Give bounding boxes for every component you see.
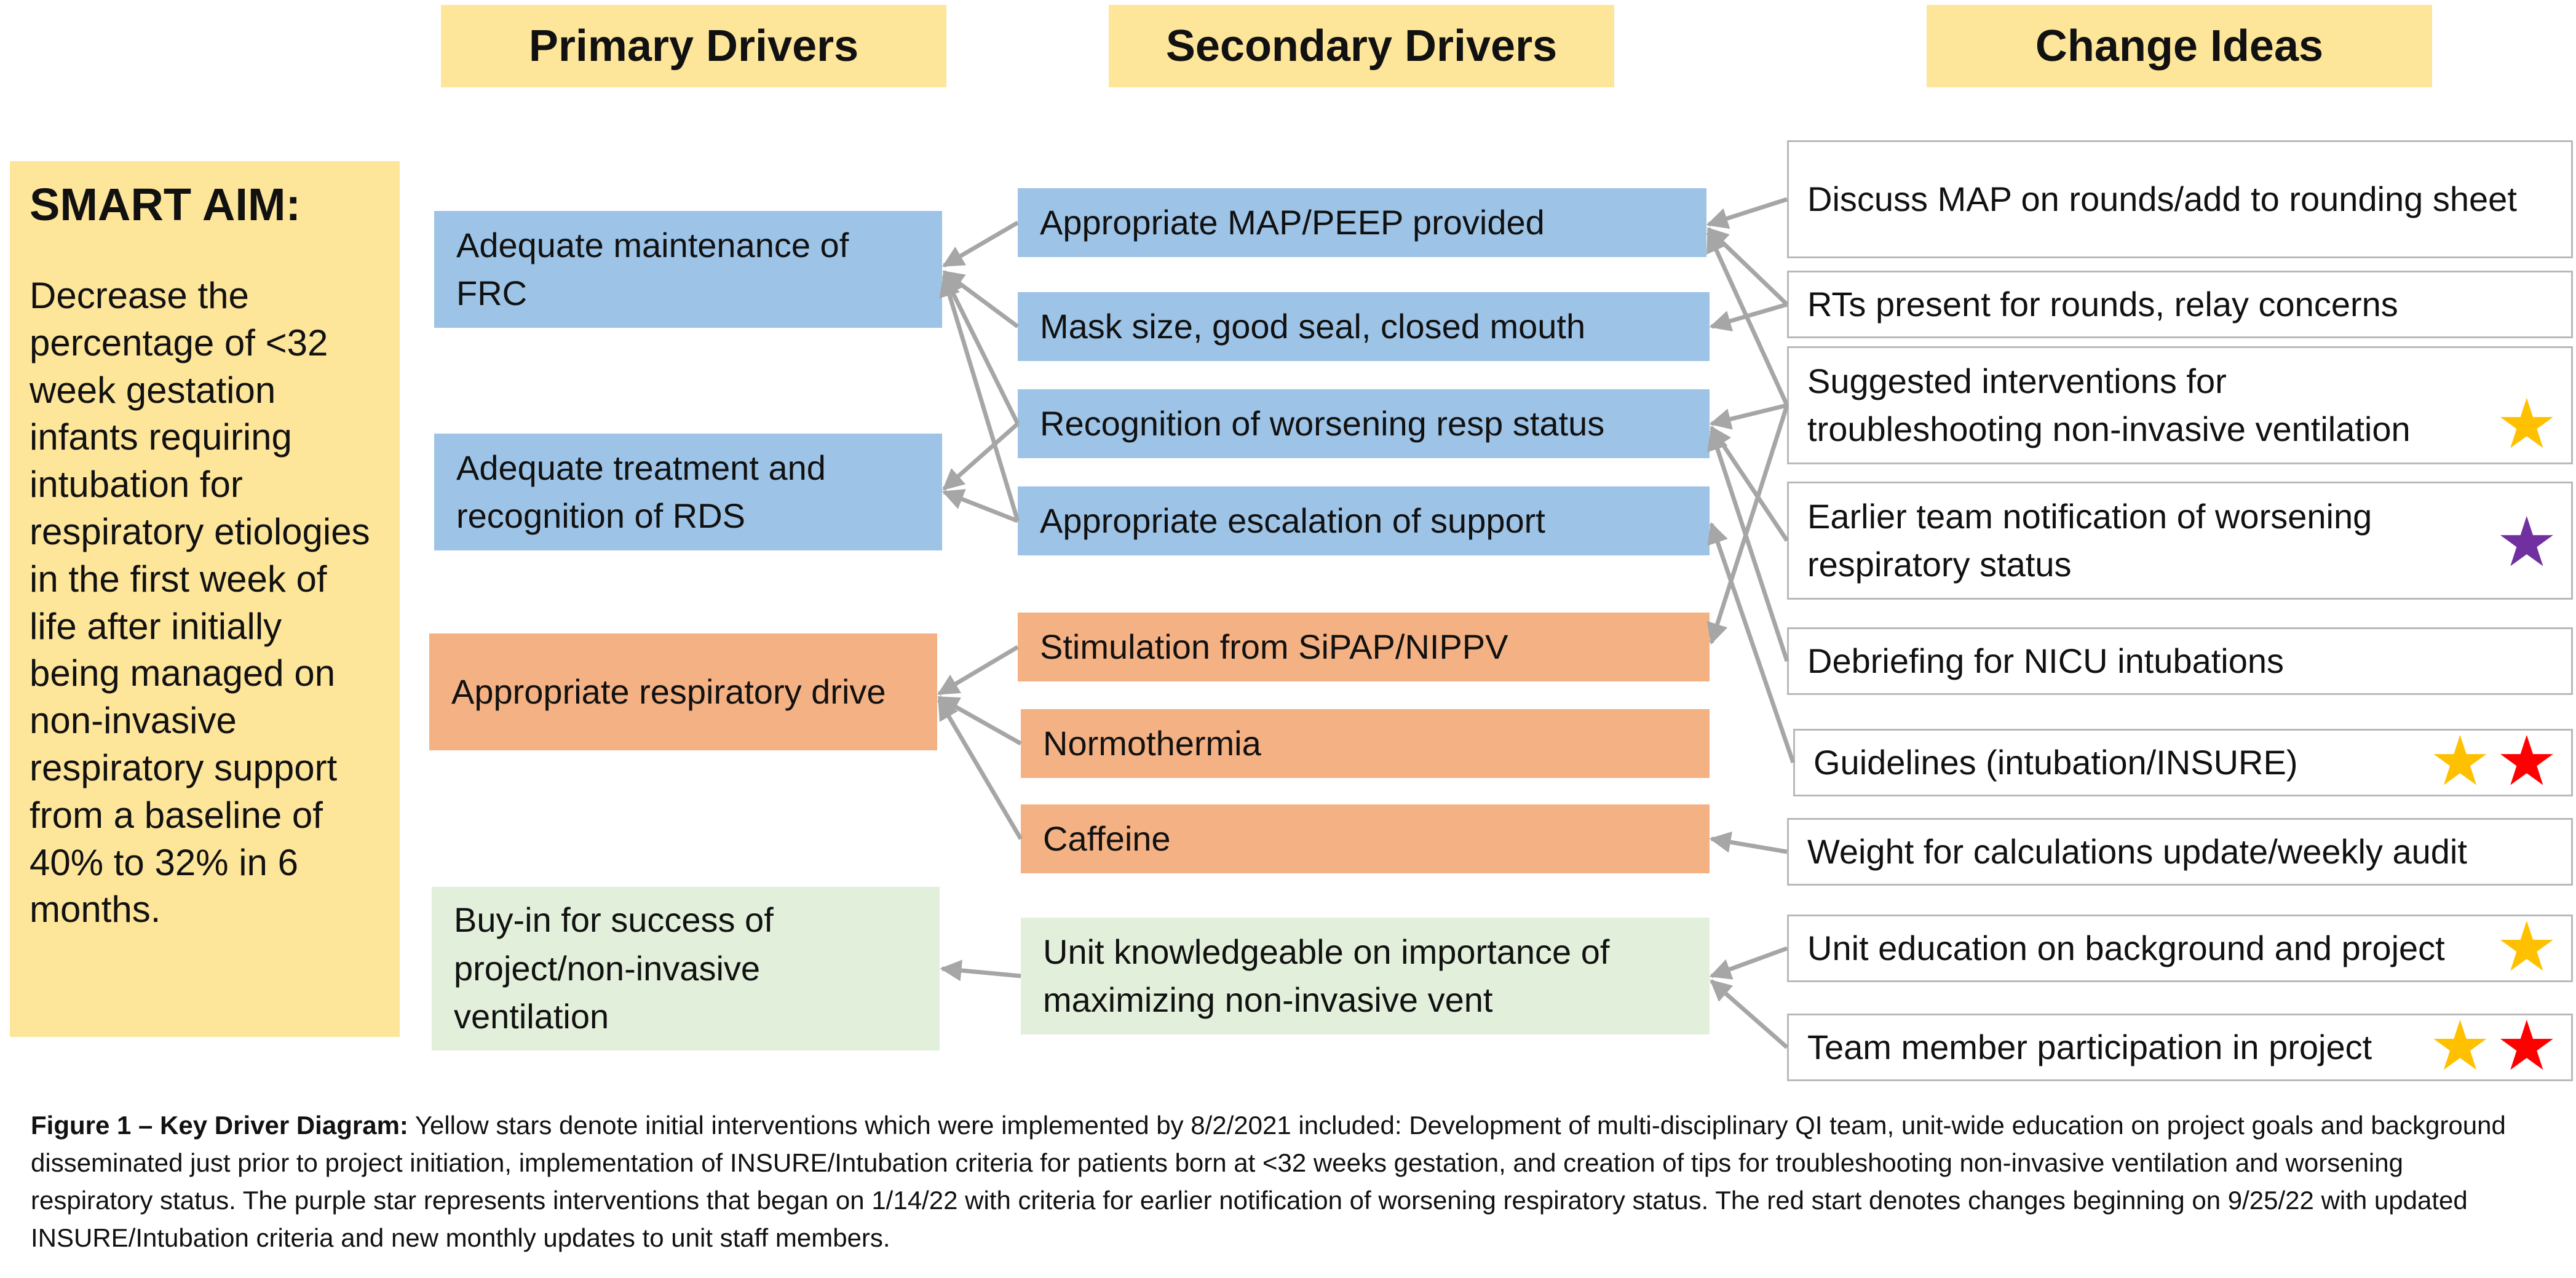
change-idea-label: Earlier team notification of worsening r…: [1807, 496, 2372, 584]
yellow-star-icon: ★: [2495, 386, 2558, 462]
arrow-troubleshoot-to-map: [1706, 230, 1789, 407]
arrow-weight-to-caffeine: [1709, 831, 1788, 854]
arrow-escalation-to-frc: [939, 274, 1020, 522]
arrow-participation-to-knowledge: [1710, 979, 1789, 1049]
yellow-star-icon: ★: [2429, 1007, 2491, 1084]
secondary-driver-escalation: Appropriate escalation of support: [1018, 486, 1710, 555]
change-idea-label: Suggested interventions for troubleshoot…: [1807, 361, 2411, 448]
arrow-knowledge-to-buy-in: [940, 959, 1021, 982]
arrow-education-to-knowledge: [1709, 946, 1788, 980]
figure-caption: Figure 1 – Key Driver Diagram: Yellow st…: [31, 1107, 2527, 1257]
arrow-troubleshoot-to-stimulation: [1706, 404, 1789, 645]
change-idea-label: Debriefing for NICU intubations: [1807, 641, 2285, 680]
arrow-escalation-to-rds: [941, 489, 1019, 523]
secondary-driver-label: Stimulation from SiPAP/NIPPV: [1040, 627, 1508, 666]
change-idea-guidelines: Guidelines (intubation/INSURE) ★ ★: [1793, 723, 2573, 800]
arrow-debriefing-to-worsening: [1707, 428, 1789, 662]
primary-driver-label: Appropriate respiratory drive: [451, 672, 886, 711]
arrow-guidelines-to-escalation: [1707, 522, 1796, 764]
smart-aim-text: Decrease the percentage of <32 week gest…: [30, 275, 370, 931]
arrow-discuss-map-to-map: [1706, 197, 1788, 229]
secondary-driver-label: Normothermia: [1043, 723, 1261, 763]
secondary-driver-caffeine: Caffeine: [1021, 804, 1710, 873]
change-idea-team-participation: Team member participation in project ★ ★: [1787, 1007, 2573, 1084]
arrow-mask-to-frc: [942, 270, 1020, 328]
primary-driver-rds: Adequate treatment and recognition of RD…: [434, 434, 942, 550]
primary-driver-label: Adequate treatment and recognition of RD…: [456, 448, 826, 535]
change-idea-label: Guidelines (intubation/INSURE): [1813, 742, 2298, 782]
change-idea-label: Unit education on background and project: [1807, 928, 2445, 967]
primary-driver-frc: Adequate maintenance of FRC: [434, 211, 942, 328]
primary-driver-buy-in: Buy-in for success of project/non-invasi…: [432, 887, 940, 1050]
primary-driver-label: Buy-in for success of project/non-invasi…: [454, 900, 774, 1036]
purple-star-icon: ★: [2495, 504, 2558, 581]
secondary-driver-label: Unit knowledgeable on importance of maxi…: [1043, 932, 1610, 1019]
red-star-icon: ★: [2495, 723, 2558, 800]
change-idea-label: Discuss MAP on rounds/add to rounding sh…: [1807, 179, 2517, 218]
header-secondary-drivers: Secondary Drivers: [1109, 5, 1614, 87]
secondary-driver-label: Mask size, good seal, closed mouth: [1040, 306, 1586, 346]
smart-aim-box: SMART AIM: Decrease the percentage of <3…: [10, 161, 400, 1037]
change-idea-label: Weight for calculations update/weekly au…: [1807, 831, 2467, 871]
arrow-stimulation-to-drive: [937, 645, 1019, 696]
arrow-rts-to-mask: [1709, 302, 1788, 331]
caption-title: Figure 1 – Key Driver Diagram:: [31, 1111, 408, 1140]
arrow-worsening-to-frc: [941, 272, 1020, 425]
secondary-driver-unit-knowledge: Unit knowledgeable on importance of maxi…: [1021, 918, 1710, 1034]
secondary-driver-map-peep: Appropriate MAP/PEEP provided: [1018, 188, 1706, 257]
arrow-normothermia-to-drive: [937, 695, 1022, 746]
change-idea-unit-education: Unit education on background and project…: [1787, 908, 2573, 985]
change-idea-weight-audit: Weight for calculations update/weekly au…: [1787, 818, 2573, 886]
secondary-driver-label: Caffeine: [1043, 819, 1171, 858]
secondary-driver-stimulation: Stimulation from SiPAP/NIPPV: [1018, 613, 1710, 681]
secondary-driver-label: Appropriate MAP/PEEP provided: [1040, 202, 1545, 242]
smart-aim-title: SMART AIM:: [30, 179, 301, 230]
red-star-icon: ★: [2495, 1007, 2558, 1084]
change-idea-label: RTs present for rounds, relay concerns: [1807, 284, 2398, 323]
change-idea-label: Team member participation in project: [1807, 1027, 2372, 1066]
arrow-caffeine-to-drive: [937, 697, 1023, 840]
arrow-map-to-frc: [941, 220, 1019, 268]
header-change-ideas: Change Ideas: [1927, 5, 2432, 87]
yellow-star-icon: ★: [2495, 908, 2558, 985]
secondary-driver-label: Recognition of worsening resp status: [1040, 403, 1605, 443]
change-idea-rts-rounds: RTs present for rounds, relay concerns: [1787, 271, 2573, 338]
primary-driver-respiratory-drive: Appropriate respiratory drive: [429, 633, 937, 750]
arrow-notification-to-worsening: [1710, 426, 1789, 542]
change-idea-debriefing: Debriefing for NICU intubations: [1787, 627, 2573, 695]
caption-text: Yellow stars denote initial intervention…: [31, 1111, 2506, 1252]
yellow-star-icon: ★: [2429, 723, 2491, 800]
primary-driver-label: Adequate maintenance of FRC: [456, 225, 849, 312]
header-primary-drivers: Primary Drivers: [441, 5, 946, 87]
change-idea-discuss-map: Discuss MAP on rounds/add to rounding sh…: [1787, 140, 2573, 258]
change-idea-earlier-notification: Earlier team notification of worsening r…: [1787, 482, 2573, 600]
secondary-driver-normothermia: Normothermia: [1021, 709, 1710, 778]
change-idea-troubleshooting: Suggested interventions for troubleshoot…: [1787, 346, 2573, 464]
arrow-troubleshoot-to-worsening: [1709, 403, 1788, 430]
arrow-rts-to-map: [1706, 227, 1789, 306]
secondary-driver-label: Appropriate escalation of support: [1040, 501, 1545, 540]
secondary-driver-mask-seal: Mask size, good seal, closed mouth: [1018, 292, 1710, 361]
secondary-driver-worsening-resp: Recognition of worsening resp status: [1018, 389, 1710, 458]
arrow-worsening-to-rds: [942, 422, 1020, 491]
